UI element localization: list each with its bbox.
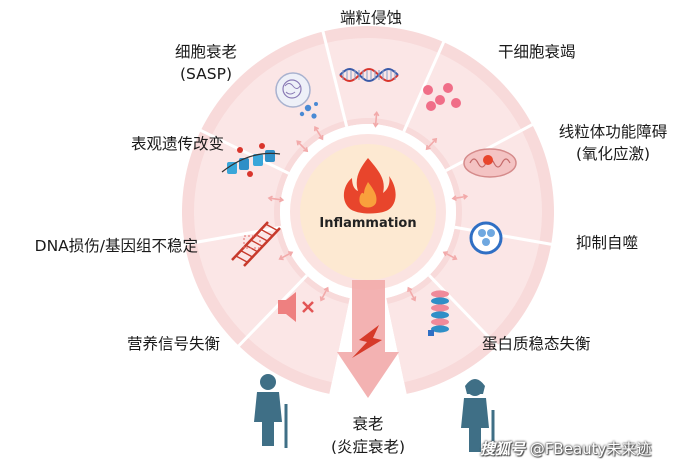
label-epigenetic-alterations: 表观遗传改变 [130,135,224,153]
label-disabled-autophagy: 抑制自噬 [576,234,639,252]
bidirectional-arrow [407,286,417,302]
segment-divider [402,39,446,133]
mitochondria-icon [463,148,517,178]
stem-cells-icon [423,83,461,111]
elderly-man-icon [254,374,288,448]
label-stem-cell-exhaustion: 干细胞衰竭 [498,43,576,61]
bidirectional-arrow [267,195,285,203]
segment-divider [444,122,535,173]
label-mitochondrial-dysfunction: 线粒体功能障碍 [558,123,668,141]
label-inflammaging: (炎症衰老) [330,438,406,456]
segment-divider [428,274,500,349]
label-nutrient-sensing: 营养信号失衡 [126,335,220,353]
watermark-text: @FBeauty未来迹 [529,440,652,458]
label-cellular-senescence: 细胞衰老 [174,43,238,61]
center-label: Inflammation [319,216,416,231]
bidirectional-arrow [372,110,380,128]
label-mitochondrial-dysfunction-sub: (氧化应激) [575,145,651,163]
epigenetic-icon [221,143,281,177]
bidirectional-arrow [296,140,309,153]
bidirectional-arrow [313,126,324,141]
watermark: 搜狐号 @FBeauty未来迹 [480,438,651,459]
segment-divider [236,274,308,349]
label-cellular-senescence-sub: (SASP) [179,65,233,83]
bidirectional-arrow [319,286,329,302]
inner-ring-band [194,38,542,383]
label-telomere-attrition: 端粒侵蚀 [339,9,403,27]
label-proteostasis-loss: 蛋白质稳态失衡 [482,335,591,353]
bidirectional-arrow [425,137,438,151]
label-aging: 衰老 [352,415,384,433]
lightning-icon [352,325,382,358]
flame-inner-icon [359,182,377,208]
speaker-muted-icon [278,292,314,322]
protein-coil-icon [428,290,449,336]
bidirectional-arrow [278,251,294,261]
bidirectional-arrow [451,193,469,202]
senescent-cell-icon [275,72,318,119]
watermark-logo: 搜狐号 [480,440,526,458]
autophagy-icon [469,221,503,255]
segment-divider [321,29,349,127]
elderly-woman-icon [461,379,495,454]
segment-divider [182,225,282,247]
dna-damage-icon [231,221,281,267]
segment-divider [454,225,554,247]
label-dna-damage: DNA损伤/基因组不稳定 [34,237,198,255]
bidirectional-arrow [442,251,458,261]
segment-divider [198,128,290,175]
dna-helix-icon [339,67,399,83]
